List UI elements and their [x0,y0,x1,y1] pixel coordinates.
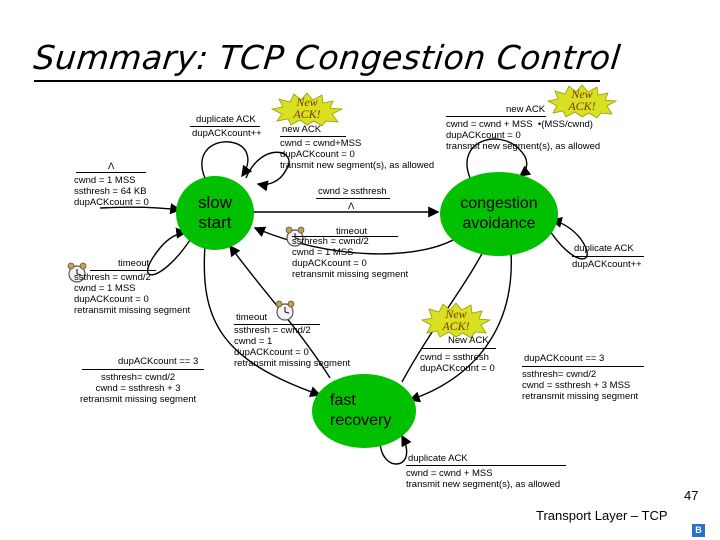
ca-to-fr-action: ssthresh= cwnd/2 cwnd = ssthresh + 3 MSS… [522,369,639,402]
alarm-clock-icon [275,300,295,321]
ss-newack-loop [245,151,290,192]
fr-timeout-divider [234,324,320,325]
ss-newack-divider [280,136,346,137]
new-ack-badge-2-text: New ACK! [568,87,596,113]
page-number: 47 [684,488,699,503]
ca-newack-divider [446,116,546,117]
fr-newack-event: New ACK [448,335,489,346]
ca-newack-loop [466,138,532,179]
ss-to-fr-arrow [203,244,322,398]
ca-timeout-event: timeout [336,226,368,237]
ca-to-fr-divider [522,366,644,367]
ss-dupack-divider [190,126,260,127]
ss-to-ca-divider [316,198,390,199]
footer-text: Transport Layer – TCP [536,508,668,523]
ca-dupack-divider [572,256,644,257]
ca-timeout-action: ssthresh = cwnd/2 cwnd = 1 MSS dupACKcou… [292,236,409,280]
ss-dupack-event: duplicate ACK [196,114,256,125]
state-fast-recovery: fast recovery [312,374,416,448]
ca-dupack-loop [547,216,588,260]
init-divider [76,172,146,173]
new-ack-badge-1-text: New ACK! [293,95,321,121]
ss-timeout-loop [147,227,191,276]
starburst-icon [270,92,344,126]
state-slow-start-label: slow start [197,193,232,232]
ss-dupack-loop [201,141,253,179]
init-event: Λ [108,161,115,172]
title-underline [34,80,600,82]
ss-to-ca-action: Λ [348,201,355,212]
starburst-icon [420,302,492,338]
new-ack-badge-2: New ACK! [546,84,618,118]
fr-dupack-event: duplicate ACK [408,453,468,464]
state-slow-start: slow start [176,176,254,250]
state-congestion-avoidance: congestion avoidance [440,172,558,256]
ss-timeout-event: timeout [118,258,150,269]
ca-newack-event: new ACK [506,104,546,115]
fr-newack-arrow [401,240,489,383]
ca-to-fr-event: dupACKcount == 3 [524,353,605,364]
init-action: cwnd = 1 MSS ssthresh = 64 KB dupACKcoun… [74,175,149,208]
starburst-icon [546,84,618,118]
fr-dupack-action: cwnd = cwnd + MSS transmit new segment(s… [406,468,561,490]
ss-newack-action: cwnd = cwnd+MSS dupACKcount = 0 transmit… [280,138,435,171]
ss-to-fr-divider [82,369,204,370]
fr-newack-action: cwnd = ssthresh dupACKcount = 0 [420,352,495,374]
ca-newack-action: cwnd = cwnd + MSS •(MSS/cwnd) dupACKcoun… [446,119,601,152]
init-arrow [99,203,182,215]
ca-dupack-event: duplicate ACK [574,243,634,254]
publisher-logo: B [692,524,705,537]
ss-to-fr-action: ssthresh= cwnd/2 cwnd = ssthresh + 3 ret… [80,372,197,405]
ss-to-fr-event: dupACKcount == 3 [118,356,199,367]
fr-dupack-loop [379,434,412,465]
ca-dupack-action: dupACKcount++ [572,259,642,270]
ss-timeout-action: ssthresh = cwnd/2 cwnd = 1 MSS dupACKcou… [74,272,191,316]
ss-timeout-divider [90,270,156,271]
fr-newack-divider [422,348,496,349]
ss-dupack-action: dupACKcount++ [192,128,262,139]
state-congestion-avoidance-label: congestion avoidance [460,195,538,232]
state-fast-recovery-label: fast recovery [330,392,392,429]
ca-timeout-divider [292,236,398,237]
ca-timeout-arrow [253,226,461,255]
ss-to-ca-event: cwnd ≥ ssthresh [318,186,387,197]
ss-newack-event: new ACK [282,124,322,135]
fr-timeout-action: ssthresh = cwnd/2 cwnd = 1 dupACKcount =… [234,325,351,369]
new-ack-badge-1: New ACK! [270,92,344,126]
fr-timeout-event: timeout [236,312,268,323]
fr-dupack-divider [406,465,566,466]
alarm-clock-icon [67,262,87,283]
new-ack-badge-3: New ACK! [420,302,492,338]
alarm-clock-icon [285,226,305,247]
new-ack-badge-3-text: New ACK! [442,307,470,333]
ca-to-fr-arrow [408,239,512,403]
